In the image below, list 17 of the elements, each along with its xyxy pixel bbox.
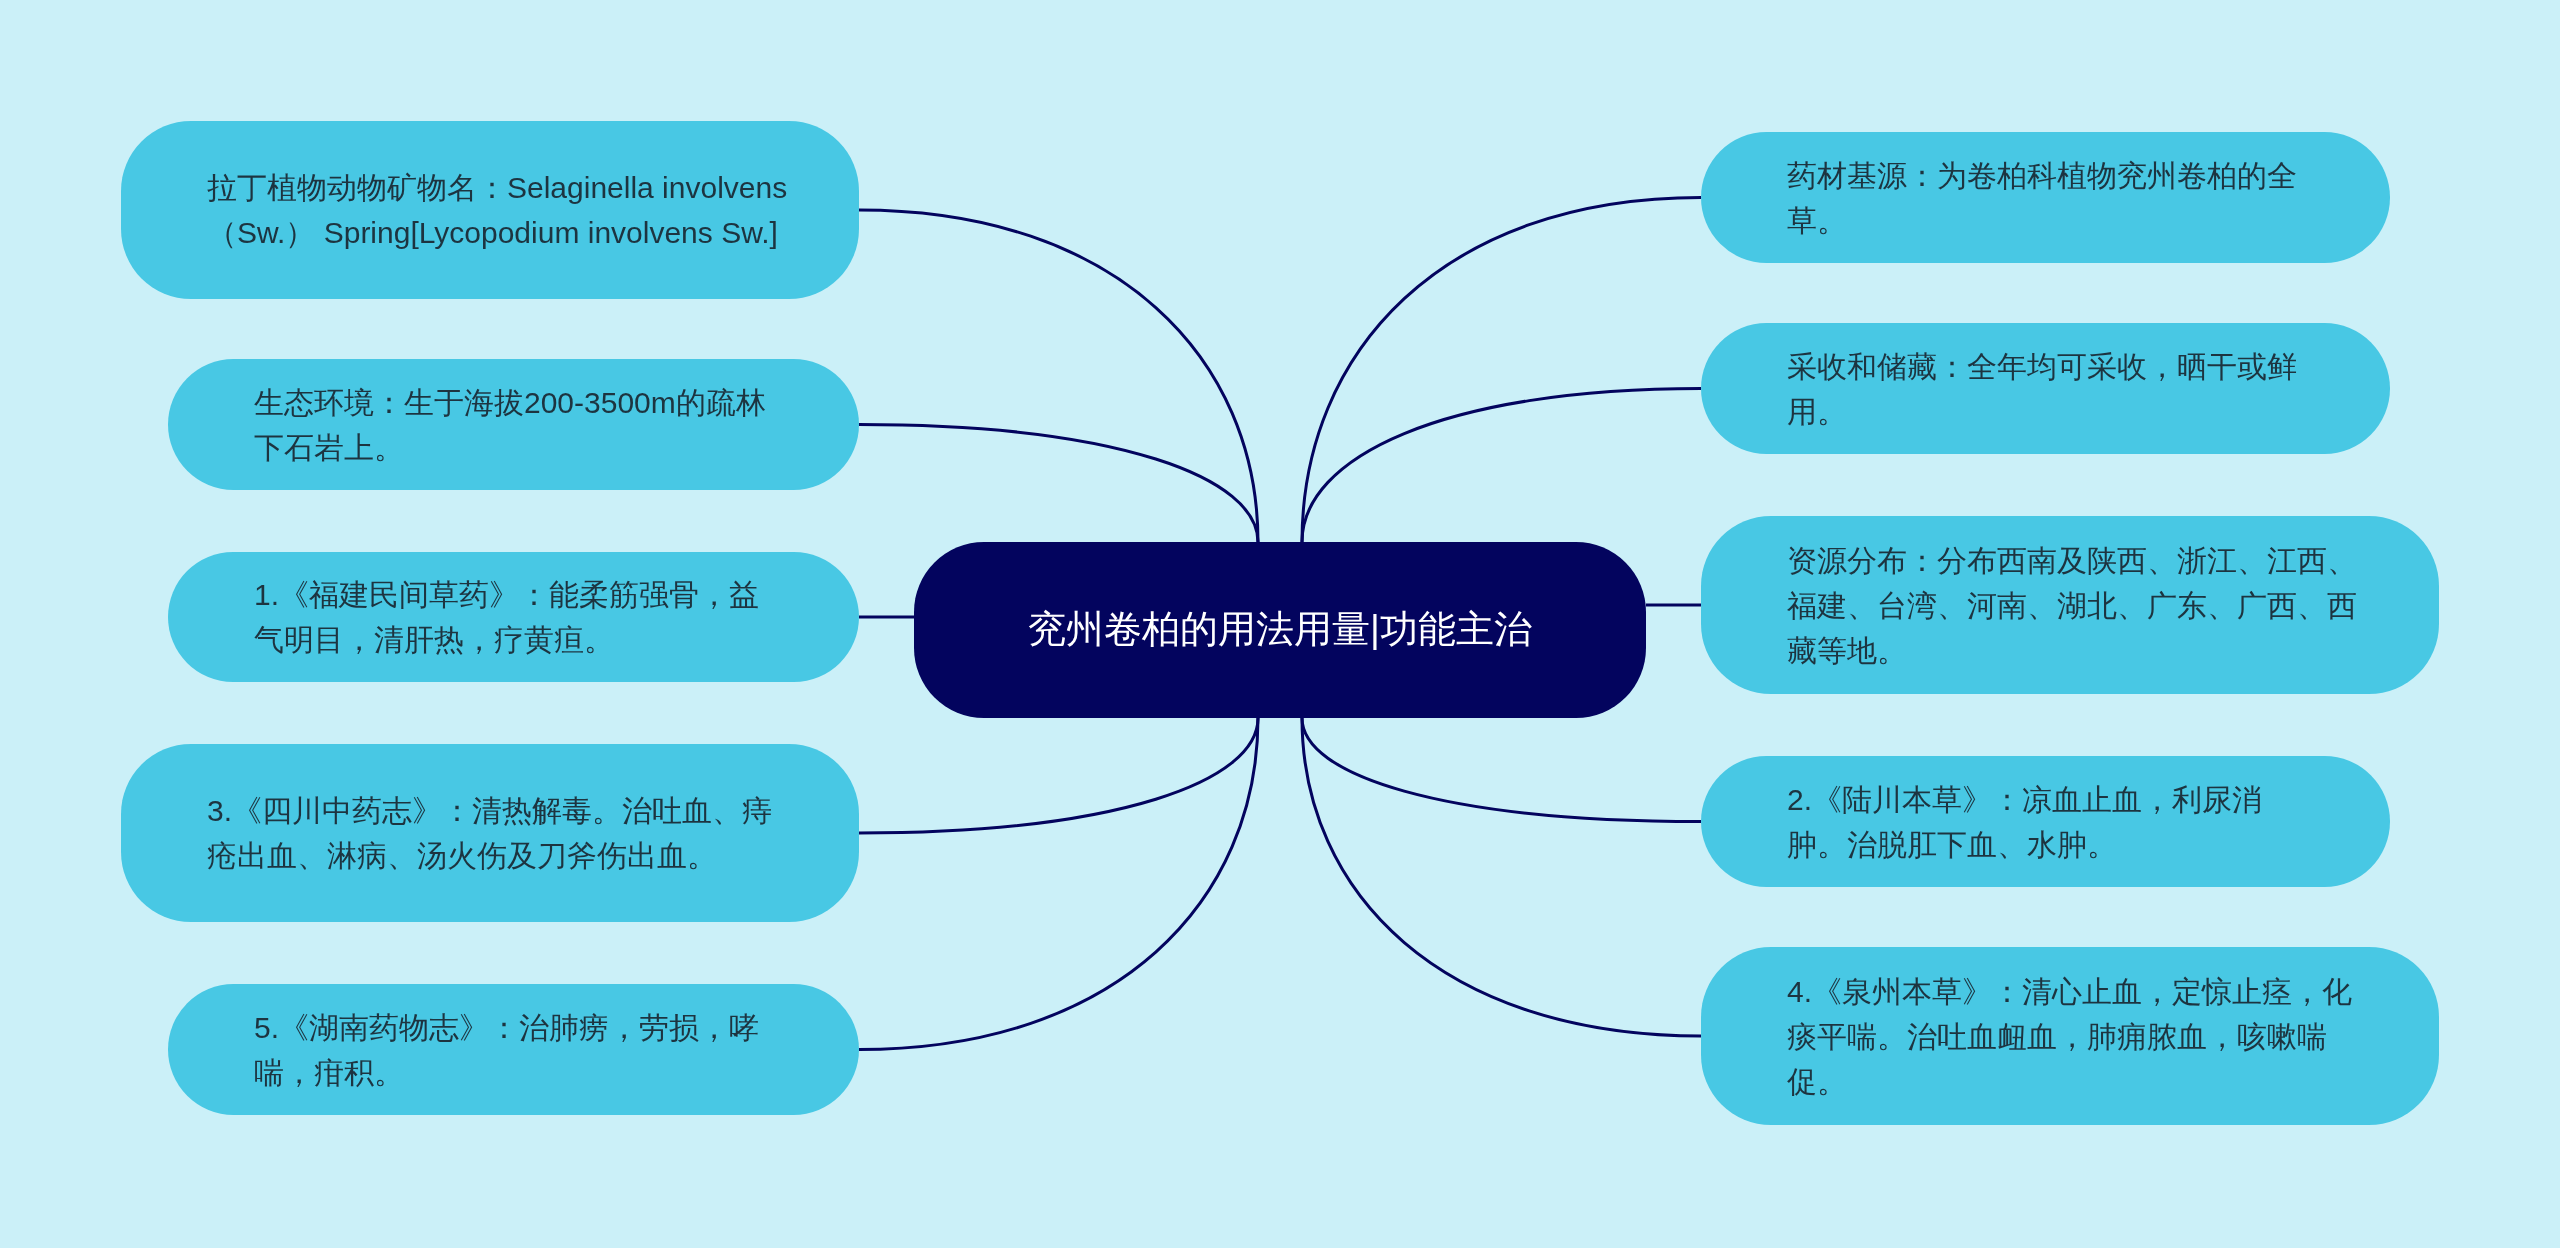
connector-line: [859, 615, 914, 619]
topic-text: 拉丁植物动物矿物名：Selaginella involvens（Sw.） Spring[Lycopodium involvens Sw.]: [207, 170, 789, 251]
topic-text: 3.《四川中药志》：清热解毒。治吐血、痔疮出血、淋病、汤火伤及刀斧伤出血。: [207, 793, 774, 874]
topic-text: 5.《湖南药物志》：治肺痨，劳损，哮喘，疳积。: [254, 1009, 761, 1091]
connector-line: [1300, 717, 1702, 1038]
connector-line: [858, 423, 1260, 543]
topic-text: 药材基源：为卷柏科植物兖州卷柏的全草。: [1787, 157, 2298, 239]
topic-text: 采收和储藏：全年均可采收，晒干或鲜用。: [1787, 348, 2298, 430]
topic-text: 1.《福建民间草药》：能柔筋强骨，益气明目，清肝热，疗黄疸。: [254, 577, 761, 658]
connector-line: [1300, 387, 1702, 543]
topic-text: 2.《陆川本草》：凉血止血，利尿消肿。治脱肛下血、水肿。: [1787, 781, 2264, 863]
connector-line: [858, 717, 1260, 1051]
central-topic-text: 兖州卷柏的用法用量|功能主治: [1028, 607, 1532, 653]
topic-text: 4.《泉州本草》：清心止血，定惊止痉，化痰平喘。治吐血衄血，肺痈脓血，咳嗽喘促。: [1787, 973, 2354, 1100]
topic-text: 生态环境：生于海拔200-3500m的疏林下石岩上。: [254, 384, 767, 466]
topic-text: 资源分布：分布西南及陕西、浙江、江西、福建、台湾、河南、湖北、广东、广西、西藏等地。: [1787, 542, 2358, 669]
connector-line: [1646, 603, 1701, 607]
